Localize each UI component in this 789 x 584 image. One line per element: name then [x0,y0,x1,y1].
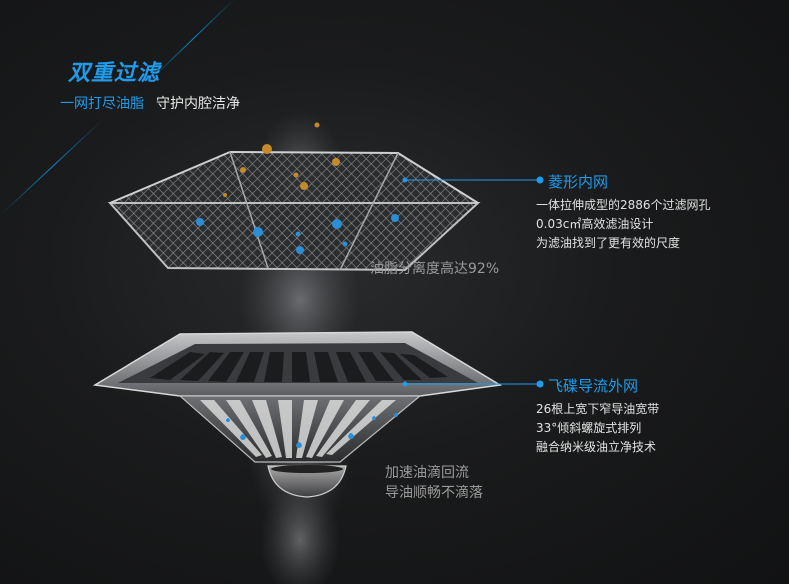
headline-subtitle: 一网打尽油脂守护内腔洁净 [60,93,240,113]
upper-filter-line-1: 一体拉伸成型的2886个过滤网孔 [536,198,711,212]
upper-filter-line-2: 0.03c㎡高效滤油设计 [536,217,654,231]
lower-filter-note-1: 加速油滴回流 [385,465,469,481]
upper-filter-note: 油脂分离度高达92% [370,261,500,277]
callout-connector-upper [402,176,544,184]
lower-filter-note-2: 导油顺畅不滴落 [385,485,483,501]
ufo-diversion-filter [92,331,503,498]
upper-filter-line-3: 为滤油找到了更有效的尺度 [536,236,681,250]
lower-filter-line-3: 融合纳米级油立净技术 [536,440,657,454]
lower-filter-line-2: 33°倾斜螺旋式排列 [536,421,642,435]
lower-filter-name: 飞碟导流外网 [548,377,639,395]
callout-connector-lower [402,380,544,388]
diamond-mesh-filter [107,122,481,272]
upper-filter-name: 菱形内网 [548,173,609,191]
lower-filter-line-1: 26根上宽下窄导油宽带 [536,402,660,416]
headline-title: 双重过滤 [68,61,161,86]
subtitle-blue: 一网打尽油脂 [60,96,144,112]
subtitle-white: 守护内腔洁净 [156,96,240,112]
